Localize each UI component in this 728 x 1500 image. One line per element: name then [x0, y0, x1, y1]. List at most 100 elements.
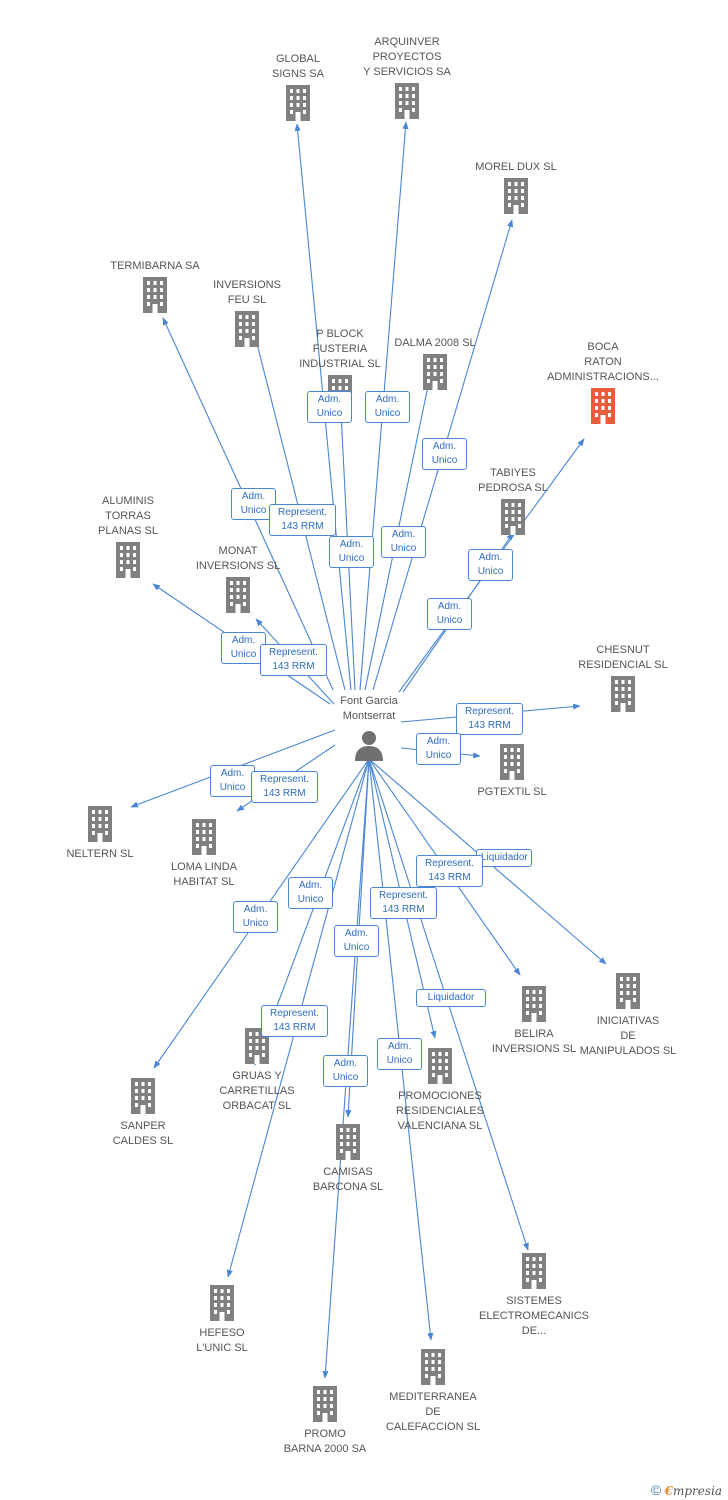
company-name: INVERSIONS FEU SL: [213, 279, 281, 306]
company-node[interactable]: TERMIBARNA SA: [80, 259, 230, 313]
building-icon: [395, 83, 419, 119]
building-icon: [504, 178, 528, 214]
building-icon: [500, 744, 524, 780]
brand-logo[interactable]: €mpresia: [664, 1484, 722, 1498]
relation-label[interactable]: Adm. Unico: [288, 877, 333, 909]
building-icon: [210, 1285, 234, 1321]
relation-label[interactable]: Adm. Unico: [468, 549, 513, 581]
building-icon: [611, 676, 635, 712]
company-node[interactable]: ARQUINVER PROYECTOS Y SERVICIOS SA: [332, 35, 482, 119]
person-node[interactable]: Font Garcia Montserrat: [294, 694, 444, 761]
relation-label[interactable]: Adm. Unico: [381, 526, 426, 558]
company-name: DALMA 2008 SL: [394, 337, 476, 349]
company-name: PROMOCIONES RESIDENCIALES VALENCIANA SL: [395, 1090, 485, 1132]
relation-label[interactable]: Adm. Unico: [416, 733, 461, 765]
company-name: NELTERN SL: [66, 848, 134, 860]
company-name: SANPER CALDES SL: [112, 1120, 174, 1147]
relation-label[interactable]: Liquidador: [476, 849, 532, 867]
company-name: TABIYES PEDROSA SL: [478, 467, 548, 494]
company-node[interactable]: CAMISAS BARCONA SL: [273, 1121, 423, 1195]
company-name: INICIATIVAS DE MANIPULADOS SL: [579, 1015, 677, 1057]
company-name: BOCA RATON ADMINISTRACIONS...: [547, 341, 659, 383]
building-icon: [428, 1048, 452, 1084]
company-name: ARQUINVER PROYECTOS Y SERVICIOS SA: [363, 36, 451, 78]
company-name: MEDITERRANEA DE CALEFACCION SL: [385, 1391, 481, 1433]
building-icon: [313, 1386, 337, 1422]
company-node[interactable]: PGTEXTIL SL: [437, 741, 587, 800]
relation-label[interactable]: Adm. Unico: [329, 536, 374, 568]
company-node[interactable]: SISTEMES ELECTROMECANICS DE...: [459, 1250, 609, 1339]
relation-label[interactable]: Adm. Unico: [427, 598, 472, 630]
relation-label[interactable]: Liquidador: [416, 989, 486, 1007]
company-node[interactable]: ALUMINIS TORRAS PLANAS SL: [53, 494, 203, 578]
relation-label[interactable]: Represent. 143 RRM: [269, 504, 336, 536]
relation-label[interactable]: Represent. 143 RRM: [251, 771, 318, 803]
relation-label[interactable]: Adm. Unico: [365, 391, 410, 423]
company-node[interactable]: MOREL DUX SL: [441, 160, 591, 214]
company-node[interactable]: P BLOCK FUSTERIA INDUSTRIAL SL: [265, 327, 415, 411]
copyright-icon: ©: [650, 1482, 662, 1498]
person-icon: [355, 731, 383, 761]
building-icon: [192, 819, 216, 855]
building-icon: [235, 311, 259, 347]
company-node[interactable]: INICIATIVAS DE MANIPULADOS SL: [553, 970, 703, 1059]
company-name: MONAT INVERSIONS SL: [195, 545, 281, 572]
relation-label[interactable]: Represent. 143 RRM: [416, 855, 483, 887]
company-node[interactable]: GRUAS Y CARRETILLAS ORBACAT SL: [182, 1025, 332, 1114]
building-icon: [88, 806, 112, 842]
relation-label[interactable]: Adm. Unico: [334, 925, 379, 957]
relation-label[interactable]: Represent. 143 RRM: [456, 703, 523, 735]
relation-label[interactable]: Adm. Unico: [221, 632, 266, 664]
building-icon: [226, 577, 250, 613]
relation-label[interactable]: Adm. Unico: [307, 391, 352, 423]
relation-label[interactable]: Adm. Unico: [210, 765, 255, 797]
building-icon: [423, 354, 447, 390]
person-name: Font Garcia Montserrat: [340, 695, 398, 722]
building-icon: [286, 85, 310, 121]
company-node[interactable]: TABIYES PEDROSA SL: [438, 466, 588, 535]
company-node[interactable]: BELIRA INVERSIONS SL: [459, 983, 609, 1057]
company-name: HEFESO L'UNIC SL: [196, 1327, 248, 1354]
building-icon: [421, 1349, 445, 1385]
building-icon: [616, 973, 640, 1009]
company-name: PGTEXTIL SL: [477, 786, 547, 798]
building-icon: [522, 986, 546, 1022]
relation-label[interactable]: Adm. Unico: [323, 1055, 368, 1087]
relation-label[interactable]: Adm. Unico: [233, 901, 278, 933]
company-name: BELIRA INVERSIONS SL: [491, 1028, 577, 1055]
relation-label[interactable]: Adm. Unico: [377, 1038, 422, 1070]
company-node[interactable]: BOCA RATON ADMINISTRACIONS...: [528, 340, 678, 424]
company-name: GLOBAL SIGNS SA: [272, 53, 324, 80]
footer-credit: © €mpresia: [651, 1482, 722, 1498]
company-name: P BLOCK FUSTERIA INDUSTRIAL SL: [299, 328, 381, 370]
building-icon: [591, 388, 615, 424]
company-name: TERMIBARNA SA: [110, 260, 200, 272]
building-icon: [522, 1253, 546, 1289]
company-node[interactable]: HEFESO L'UNIC SL: [147, 1282, 297, 1356]
company-node[interactable]: PROMOCIONES RESIDENCIALES VALENCIANA SL: [365, 1045, 515, 1134]
relation-label[interactable]: Represent. 143 RRM: [370, 887, 437, 919]
company-name: PROMO BARNA 2000 SA: [283, 1428, 367, 1455]
company-name: GRUAS Y CARRETILLAS ORBACAT SL: [219, 1070, 295, 1112]
building-icon: [336, 1124, 360, 1160]
company-node[interactable]: INVERSIONS FEU SL: [172, 278, 322, 347]
relation-label[interactable]: Adm. Unico: [422, 438, 467, 470]
company-node[interactable]: CHESNUT RESIDENCIAL SL: [548, 643, 698, 712]
building-icon: [116, 542, 140, 578]
relation-label[interactable]: Represent. 143 RRM: [260, 644, 327, 676]
company-node[interactable]: MONAT INVERSIONS SL: [163, 544, 313, 613]
company-name: LOMA LINDA HABITAT SL: [170, 861, 238, 888]
company-name: ALUMINIS TORRAS PLANAS SL: [98, 495, 158, 537]
company-node[interactable]: PROMO BARNA 2000 SA: [250, 1383, 400, 1457]
company-name: SISTEMES ELECTROMECANICS DE...: [478, 1295, 590, 1337]
building-icon: [143, 277, 167, 313]
company-name: CHESNUT RESIDENCIAL SL: [578, 644, 668, 671]
company-node[interactable]: LOMA LINDA HABITAT SL: [129, 816, 279, 890]
company-node[interactable]: MEDITERRANEA DE CALEFACCION SL: [358, 1346, 508, 1435]
company-node[interactable]: GLOBAL SIGNS SA: [223, 52, 373, 121]
company-node[interactable]: DALMA 2008 SL: [360, 336, 510, 390]
relation-label[interactable]: Represent. 143 RRM: [261, 1005, 328, 1037]
company-node[interactable]: NELTERN SL: [25, 803, 175, 862]
company-node[interactable]: SANPER CALDES SL: [68, 1075, 218, 1149]
building-icon: [501, 499, 525, 535]
